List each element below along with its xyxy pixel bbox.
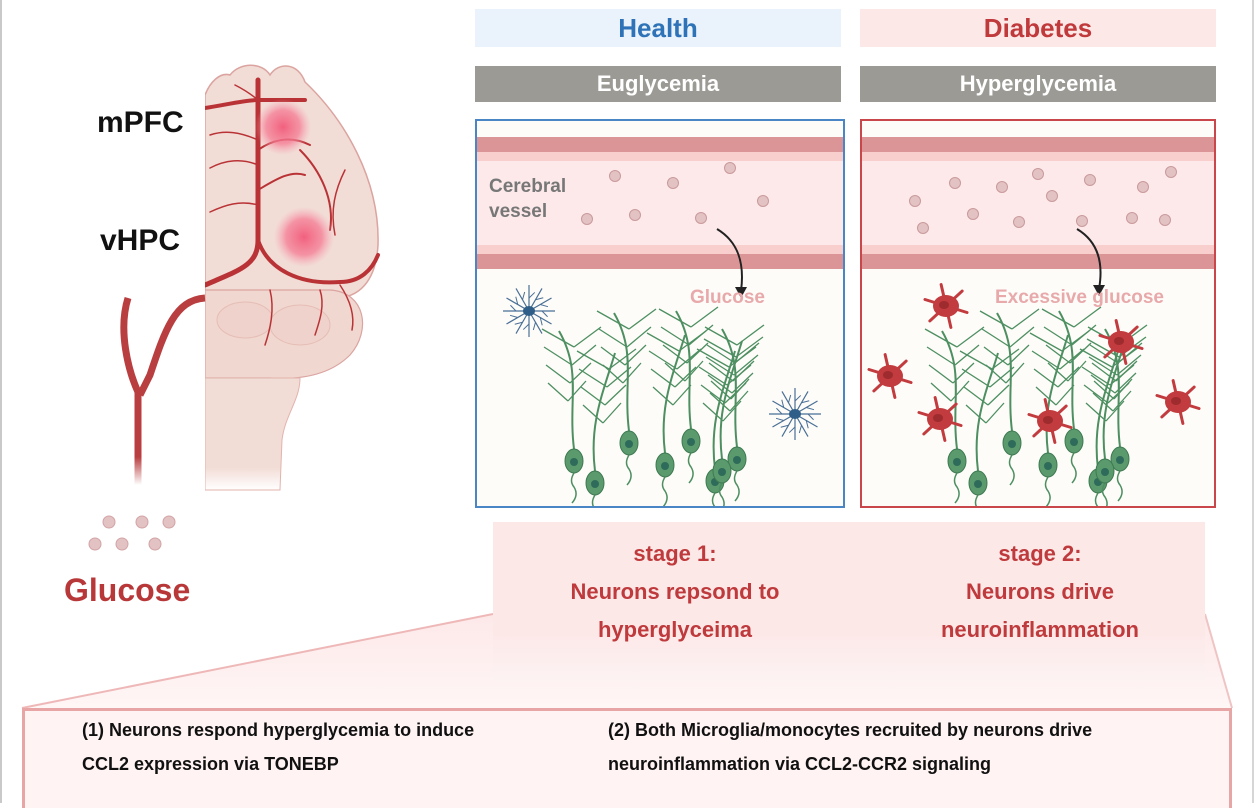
resting-microglia — [769, 388, 821, 440]
glia-group — [503, 285, 821, 440]
glia-group — [867, 283, 1201, 444]
neuron-group — [924, 306, 1148, 506]
cerebral-vessel — [477, 137, 843, 269]
detail-1: (1) Neurons respond hyperglycemia to ind… — [82, 713, 582, 781]
neuron — [576, 348, 637, 506]
detail-2: (2) Both Microglia/monocytes recruited b… — [608, 713, 1228, 781]
excessive-glucose-label: Excessive glucose — [995, 287, 1164, 308]
neuron — [704, 324, 765, 502]
glucose-panel-label: Glucose — [690, 287, 765, 308]
left-border — [0, 0, 2, 803]
glucose-uptake-arrow — [1076, 228, 1102, 290]
neuron — [1087, 324, 1148, 502]
state-hyperglycemia: Hyperglycemia — [860, 66, 1216, 102]
state-euglycemia: Euglycemia — [475, 66, 841, 102]
neuron — [1029, 330, 1090, 506]
activated-microglia — [917, 396, 963, 442]
activated-microglia — [1155, 379, 1201, 425]
neuron — [646, 330, 707, 506]
activated-microglia — [867, 353, 913, 399]
stage-1-title: stage 1: — [633, 541, 717, 566]
neuron — [1041, 306, 1102, 484]
neuron — [1086, 336, 1147, 506]
glucose-label: Glucose — [64, 572, 191, 608]
region-label-vhpc: vHPC — [100, 224, 181, 257]
neuron — [541, 326, 602, 504]
stage-1: stage 1: Neurons repsond to hyperglyceim… — [520, 535, 830, 649]
stage-1-line2: hyperglyceima — [597, 617, 753, 642]
activated-microglia — [1027, 398, 1073, 444]
neuron — [658, 306, 719, 484]
neuron — [696, 346, 757, 506]
condition-diabetes: Diabetes — [860, 9, 1216, 47]
detail-1-line2: CCL2 expression via TONEBP — [82, 754, 339, 774]
activated-microglia — [923, 283, 969, 329]
stage-1-line1: Neurons repsond to — [570, 579, 780, 604]
panel-diabetes: Excessive glucose — [860, 119, 1216, 508]
neuron-group — [541, 306, 765, 506]
vessel-label: Cerebral vessel — [489, 176, 567, 222]
neuron — [924, 326, 985, 504]
neuron — [703, 336, 764, 506]
stage-2-title: stage 2: — [998, 541, 1082, 566]
condition-health: Health — [475, 9, 841, 47]
neuron — [959, 348, 1020, 506]
stage-2-line1: Neurons drive — [966, 579, 1114, 604]
glucose-dots — [909, 166, 1177, 234]
stage-2: stage 2: Neurons drive neuroinflammation — [880, 535, 1200, 649]
detail-box — [22, 708, 1232, 808]
brain-half — [205, 64, 380, 491]
brain-illustration — [120, 64, 380, 491]
health-scene — [477, 137, 843, 506]
region-label-mpfc: mPFC — [97, 106, 184, 139]
glucose-molecules — [88, 515, 176, 551]
mpfc-hotspot — [255, 99, 311, 155]
glucose-dots — [581, 162, 769, 225]
activated-microglia — [1098, 319, 1144, 365]
stage-box — [493, 522, 1205, 682]
detail-2-line1: (2) Both Microglia/monocytes recruited b… — [608, 720, 1093, 740]
right-border — [1252, 0, 1254, 803]
neuron — [596, 308, 657, 486]
neuron — [979, 308, 1040, 486]
carotid-artery — [120, 294, 206, 485]
glucose-uptake-arrow — [716, 228, 743, 292]
neuron — [1079, 346, 1140, 506]
detail-1-line1: (1) Neurons respond hyperglycemia to ind… — [82, 720, 475, 740]
resting-microglia — [503, 285, 555, 337]
vhpc-hotspot — [274, 207, 334, 267]
panel-health: Cerebral vessel Glucose — [475, 119, 845, 508]
stage-2-line2: neuroinflammation — [940, 617, 1139, 642]
diabetes-scene — [862, 137, 1214, 506]
detail-2-line2: neuroinflammation via CCL2-CCR2 signalin… — [608, 754, 992, 774]
